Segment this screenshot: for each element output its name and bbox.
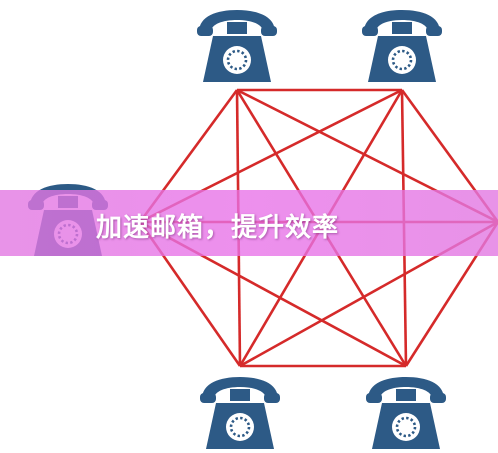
- telephone-icon-bottom-right: [364, 375, 448, 451]
- telephone-icon-bottom-left: [198, 375, 282, 451]
- title-banner: [0, 190, 498, 256]
- telephone-icon-top-left: [195, 8, 279, 84]
- banner-title: 加速邮箱，提升效率: [96, 213, 340, 243]
- telephone-icon-top-right: [360, 8, 444, 84]
